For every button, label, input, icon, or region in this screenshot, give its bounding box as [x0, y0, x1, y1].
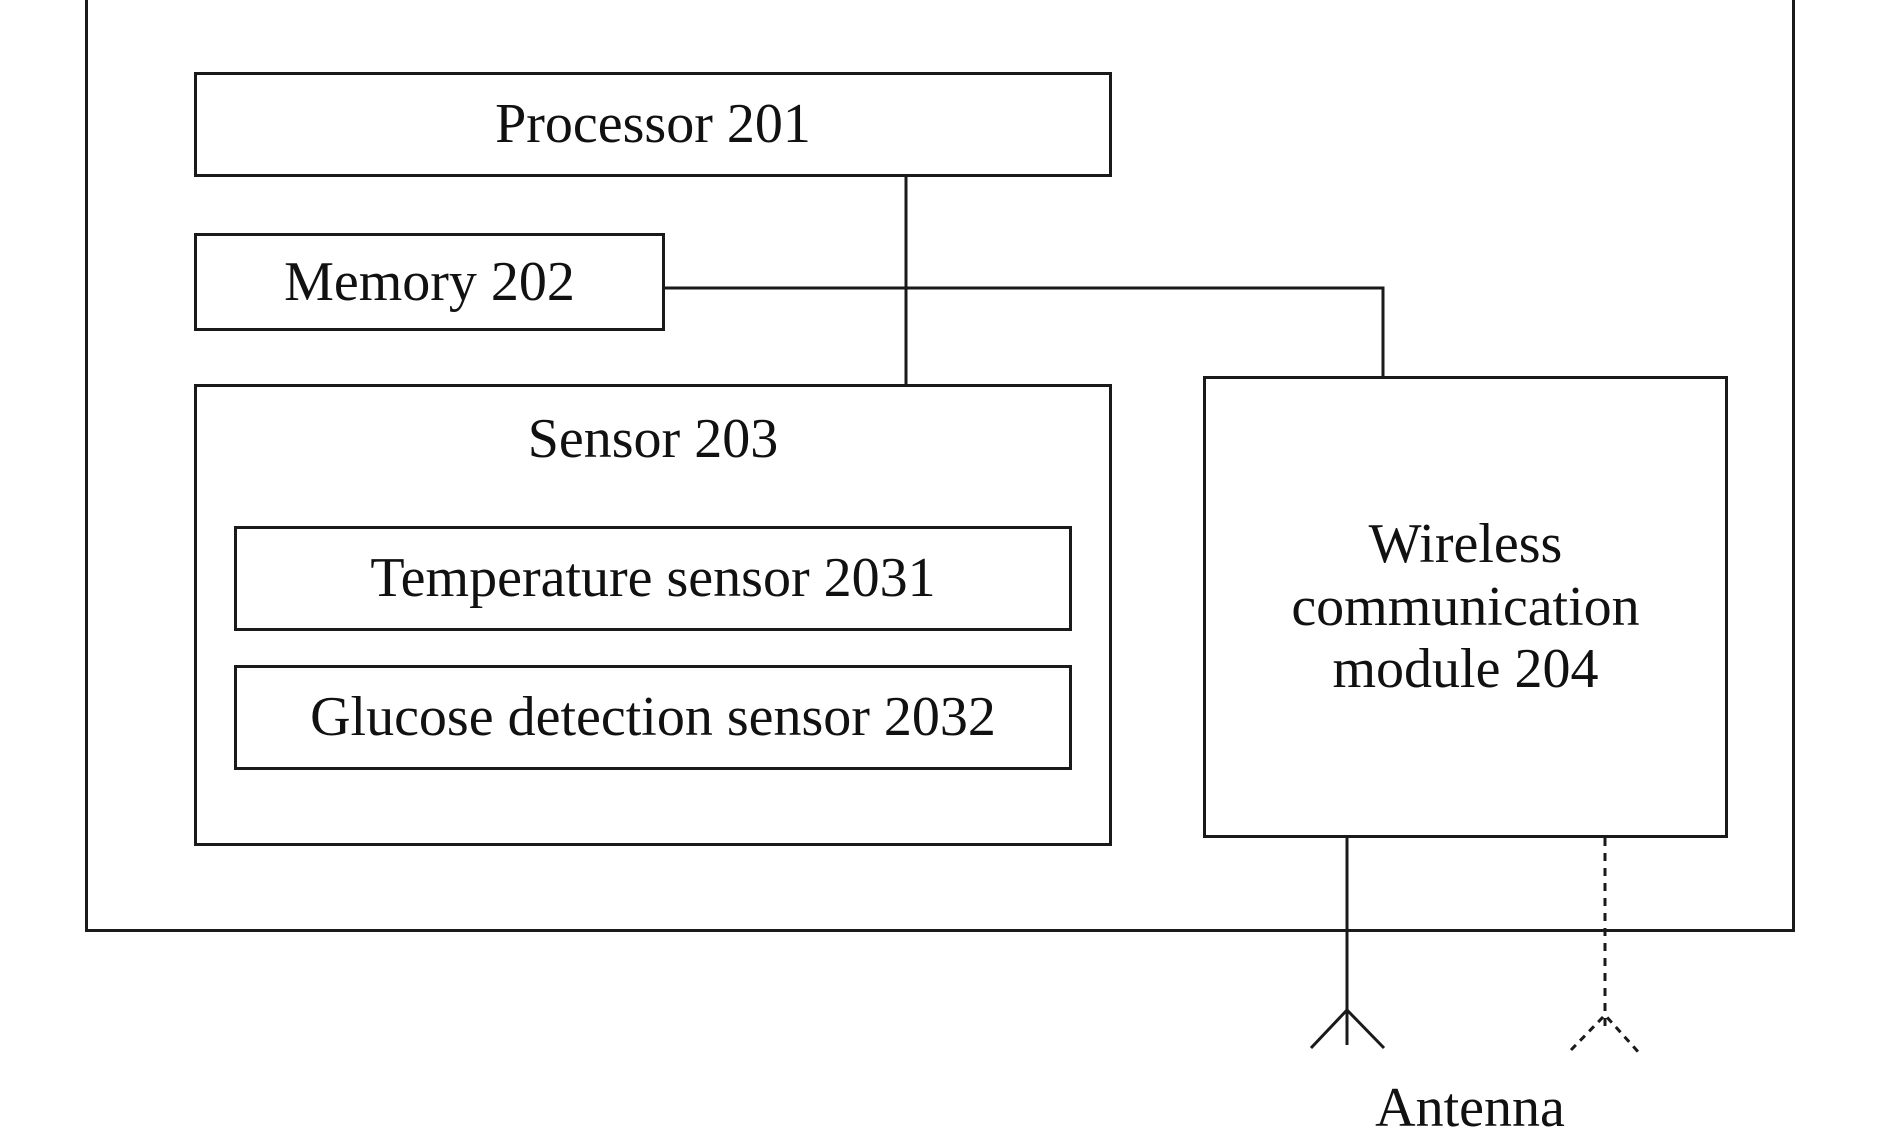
temperature-sensor-box: Temperature sensor 2031 — [234, 526, 1072, 631]
memory-box: Memory 202 — [194, 233, 665, 331]
memory-label: Memory 202 — [284, 250, 575, 314]
wireless-label-line-2: communication — [1291, 576, 1639, 639]
glucose-sensor-label: Glucose detection sensor 2032 — [310, 685, 996, 749]
sensor-label: Sensor 203 — [528, 407, 778, 471]
temperature-sensor-label: Temperature sensor 2031 — [370, 546, 935, 610]
wireless-module-box: Wireless communication module 204 — [1203, 376, 1728, 838]
wireless-module-label: Wireless communication module 204 — [1291, 513, 1639, 701]
processor-box: Processor 201 — [194, 72, 1112, 177]
antenna-label: Antenna — [1330, 1080, 1610, 1136]
wireless-label-line-1: Wireless — [1291, 513, 1639, 576]
wireless-label-line-3: module 204 — [1291, 638, 1639, 701]
memory-wireless-line — [665, 288, 1383, 376]
processor-label: Processor 201 — [495, 92, 811, 156]
glucose-sensor-box: Glucose detection sensor 2032 — [234, 665, 1072, 770]
